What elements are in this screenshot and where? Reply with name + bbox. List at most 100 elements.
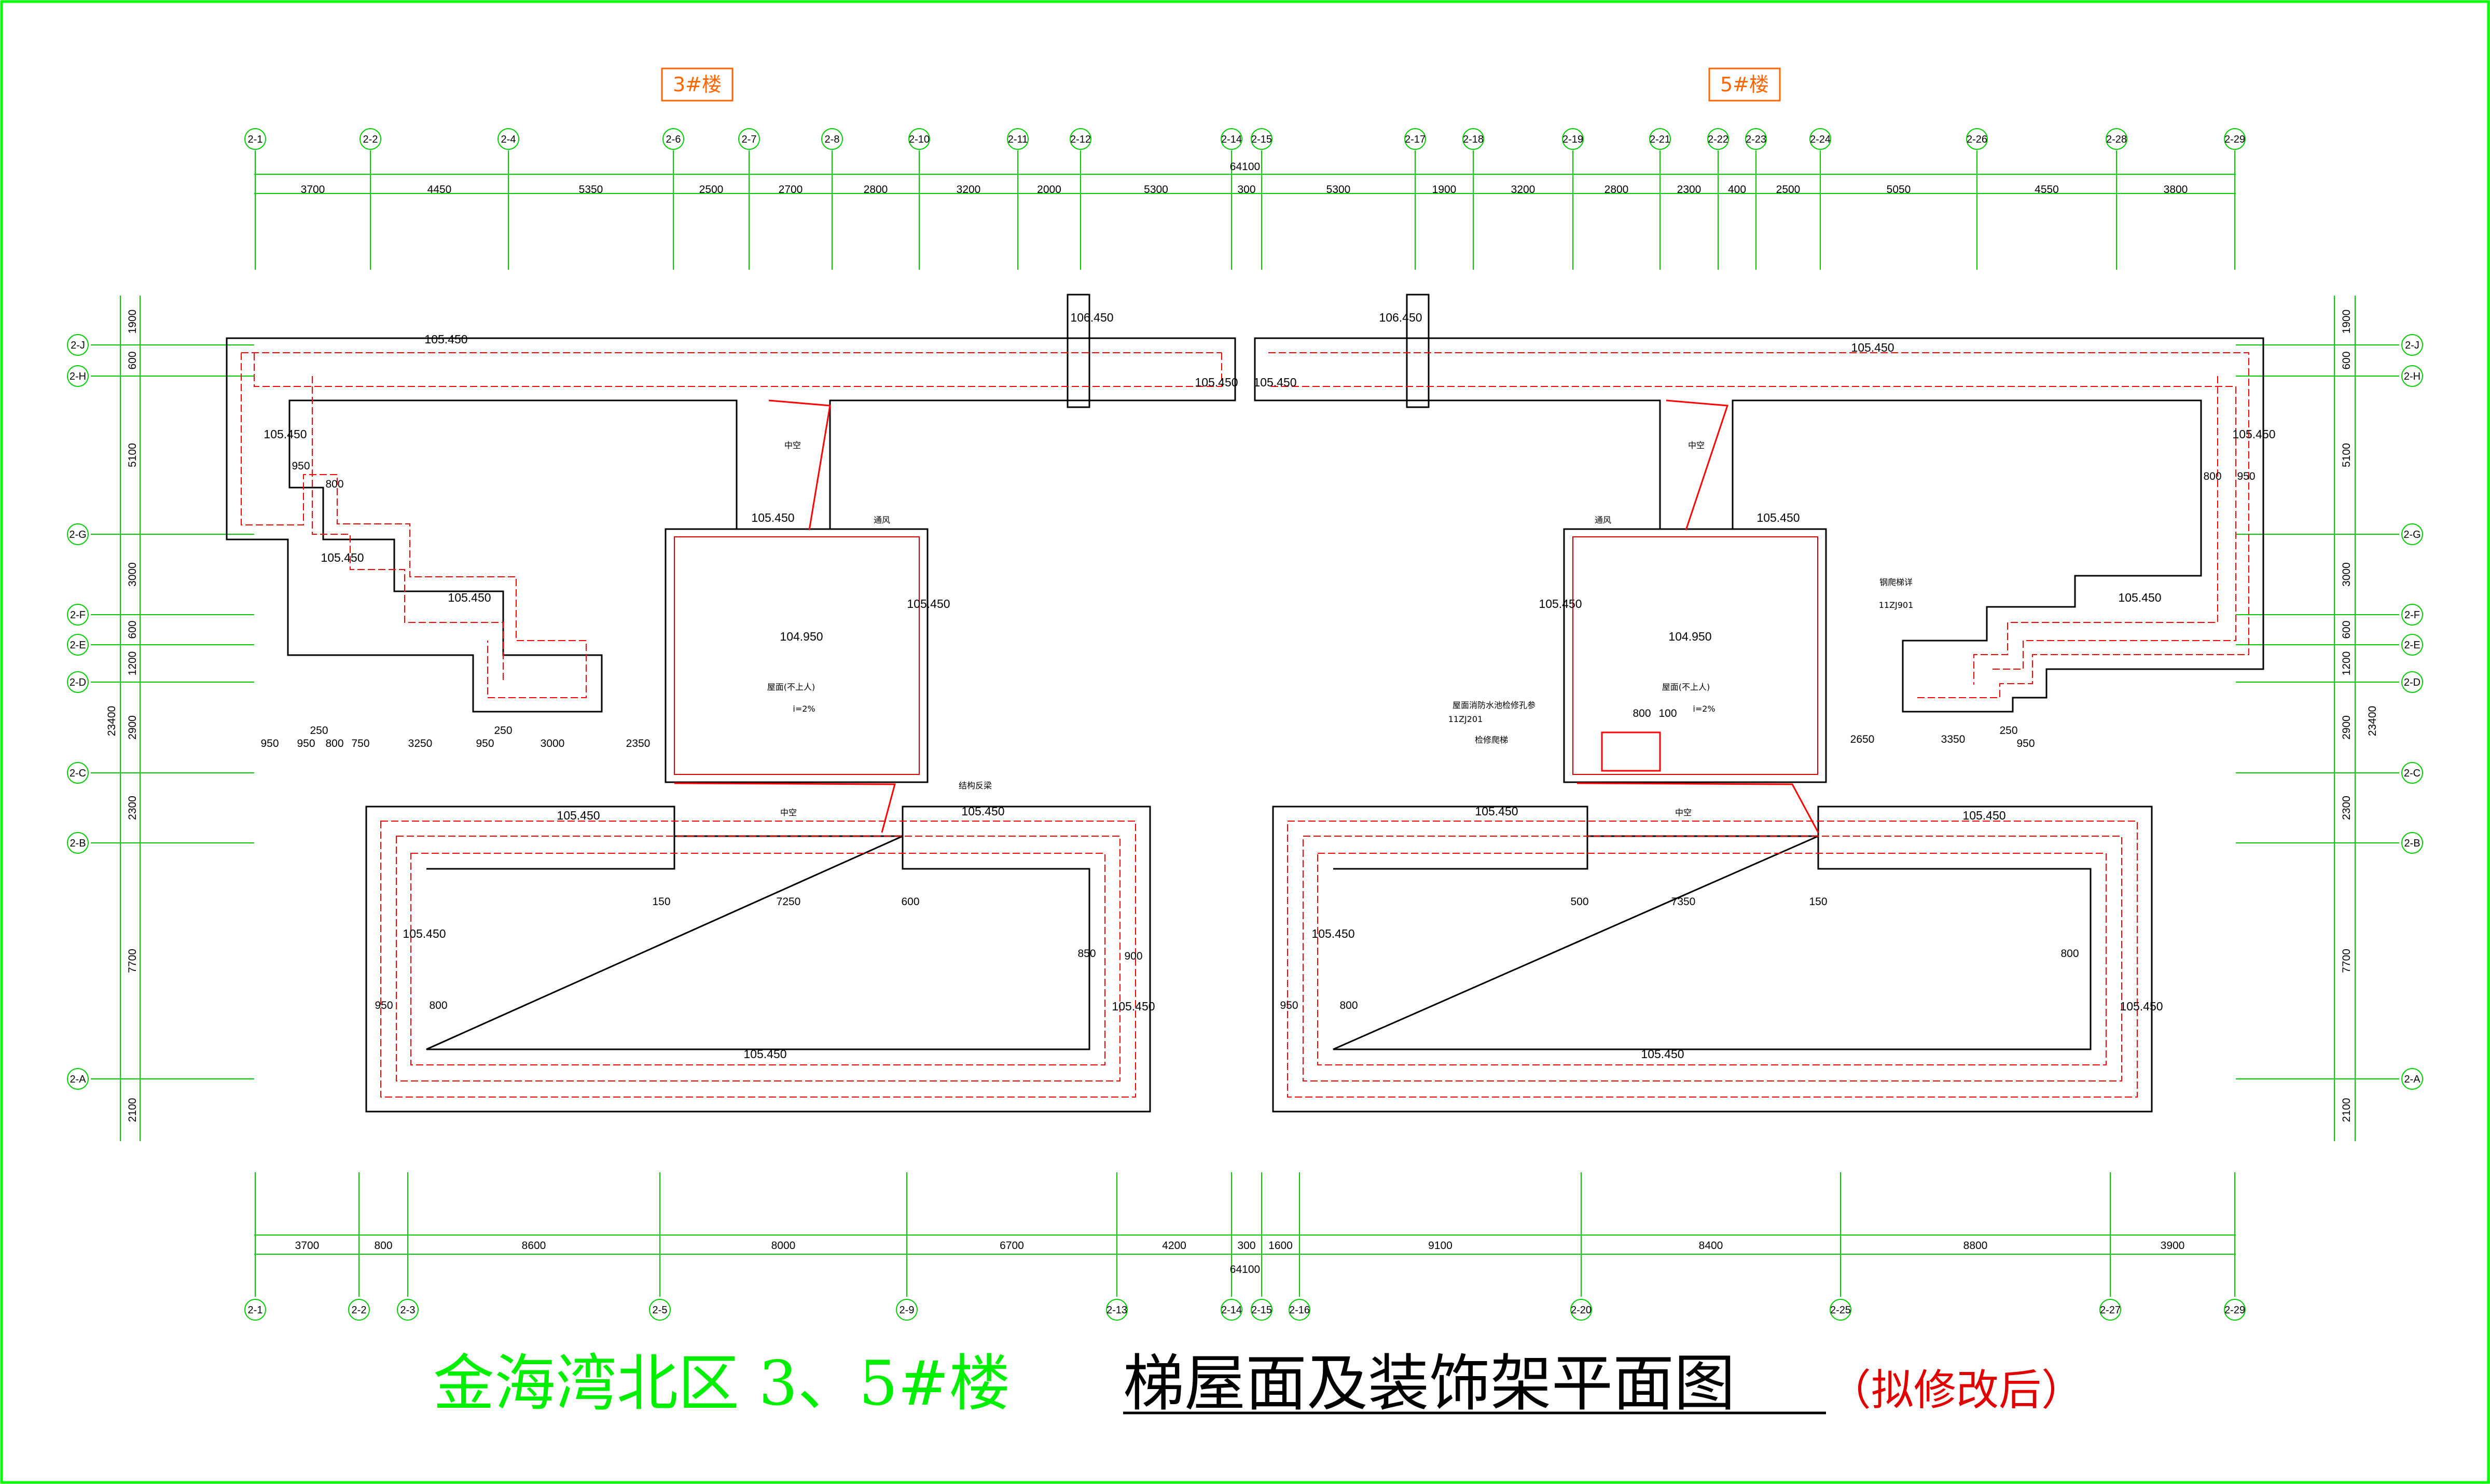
axis-circle <box>2099 1299 2121 1321</box>
level-label: 105.450 <box>1253 376 1296 389</box>
axis-label: 2-17 <box>1405 134 1426 145</box>
lower-parapet-outer-left <box>380 821 1136 1098</box>
side-dimension: 2100 <box>2341 1098 2353 1122</box>
building-tag-right: 5#楼 <box>1708 67 1781 102</box>
axis-circle <box>67 334 89 356</box>
dim-label: 150 <box>652 896 670 908</box>
dim-label: 250 <box>1999 725 2017 737</box>
dim-label: 500 <box>1570 896 1588 908</box>
side-dimension: 2300 <box>127 796 139 820</box>
side-dimension: 5100 <box>2341 443 2353 467</box>
dim-label: 7250 <box>777 896 801 908</box>
level-label: 105.450 <box>1851 341 1894 354</box>
axis-circle <box>1007 128 1029 150</box>
axis-circle <box>244 128 266 150</box>
ladder-ref-note: 11ZJ901 <box>1879 600 1914 610</box>
axis-bubble: 2-27 <box>2099 1299 2121 1321</box>
axis-circle <box>2401 604 2423 626</box>
stair-arrow-right-b <box>1576 782 1819 833</box>
axis-label: 2-5 <box>653 1305 668 1316</box>
hatch-note: 屋面消防水池检修孔参 <box>1453 700 1536 710</box>
axis-label: 2-G <box>69 529 86 540</box>
top-dimension: 2500 <box>1776 184 1801 196</box>
roof-type-note: 屋面(不上人) <box>767 682 815 692</box>
dim-label: 850 <box>1077 948 1096 960</box>
axis-label: 2-22 <box>1708 134 1728 145</box>
overall-width-bottom: 64100 <box>1230 1264 1260 1275</box>
top-dimension: 2800 <box>864 184 888 196</box>
axis-circle <box>2401 1068 2423 1090</box>
dim-label: 150 <box>1809 896 1827 908</box>
axis-label: 2-10 <box>909 134 930 145</box>
level-label: 105.450 <box>1641 1047 1684 1061</box>
axis-bubble: 2-F <box>2401 604 2423 626</box>
top-dimension: 5050 <box>1887 184 1911 196</box>
axis-bubble: 2-14 <box>1221 1299 1242 1321</box>
top-dimension: 5300 <box>1144 184 1168 196</box>
dim-label: 900 <box>1124 950 1142 962</box>
axis-bubble: 2-14 <box>1221 128 1242 150</box>
axis-label: 2-11 <box>1008 134 1028 145</box>
axis-bubble: 2-B <box>2401 832 2423 854</box>
axis-circle <box>2401 634 2423 656</box>
level-label: 104.950 <box>780 630 823 643</box>
dim-label: 950 <box>260 738 279 750</box>
level-label: 105.450 <box>2232 427 2275 441</box>
axis-bubble: 2-12 <box>1070 128 1091 150</box>
axis-bubble: 2-17 <box>1404 128 1426 150</box>
axis-bubble: 2-H <box>2401 365 2423 387</box>
axis-label: 2-1 <box>248 1305 263 1316</box>
axis-bubble: 2-1 <box>244 1299 266 1321</box>
axis-circle <box>67 604 89 626</box>
axis-circle <box>67 634 89 656</box>
stair-void-note: 中空 <box>1675 808 1692 817</box>
axis-circle <box>359 128 381 150</box>
side-dimension: 600 <box>2341 620 2353 639</box>
axis-label: 2-J <box>71 340 85 351</box>
level-label: 105.450 <box>1311 927 1354 940</box>
top-dimension: 2300 <box>1677 184 1702 196</box>
stair-void-note: 中空 <box>1688 440 1705 450</box>
top-dimension: 3700 <box>301 184 325 196</box>
axis-label: 2-25 <box>1830 1305 1851 1316</box>
axis-label: 2-A <box>70 1074 86 1085</box>
axis-circle <box>2224 1299 2246 1321</box>
axis-label: 2-B <box>2404 838 2420 849</box>
dim-label: 7350 <box>1671 896 1696 908</box>
stair-core-left <box>665 528 929 783</box>
axis-circle <box>2401 762 2423 784</box>
stair-void-note: 中空 <box>780 808 797 817</box>
axis-circle <box>1404 128 1426 150</box>
dim-label: 100 <box>1658 708 1677 719</box>
axis-bubble: 2-5 <box>649 1299 671 1321</box>
side-dimension: 3000 <box>2341 562 2353 587</box>
dimension-lines <box>120 174 2356 1255</box>
dim-label: 250 <box>494 725 512 737</box>
axis-label: 2-29 <box>2224 134 2245 145</box>
axis-bubble: 2-B <box>67 832 89 854</box>
axis-bubble: 2-26 <box>1966 128 1988 150</box>
bottom-dimension: 8400 <box>1699 1240 1723 1252</box>
level-label: 105.450 <box>264 427 307 441</box>
stair-arrow-left-b <box>674 782 896 833</box>
side-dimension: 7700 <box>127 949 139 973</box>
axis-circle <box>1251 128 1272 150</box>
axis-bubble: 2-E <box>67 634 89 656</box>
dim-label: 2650 <box>1850 733 1875 745</box>
axis-bubble: 2-7 <box>738 128 760 150</box>
hatch-ref-note: 11ZJ201 <box>1448 714 1483 724</box>
axis-label: 2-C <box>2404 768 2420 779</box>
axis-label: 2-E <box>70 640 86 651</box>
axis-label: 2-14 <box>1221 134 1242 145</box>
axis-bubble: 2-F <box>67 604 89 626</box>
axis-circle <box>1707 128 1729 150</box>
roof-type-note: 屋面(不上人) <box>1662 682 1710 692</box>
vent-note: 通风 <box>1595 515 1611 525</box>
axis-circle <box>348 1299 370 1321</box>
axis-bubble: 2-9 <box>896 1299 918 1321</box>
axis-circle <box>1570 1299 1592 1321</box>
axis-label: 2-12 <box>1070 134 1091 145</box>
